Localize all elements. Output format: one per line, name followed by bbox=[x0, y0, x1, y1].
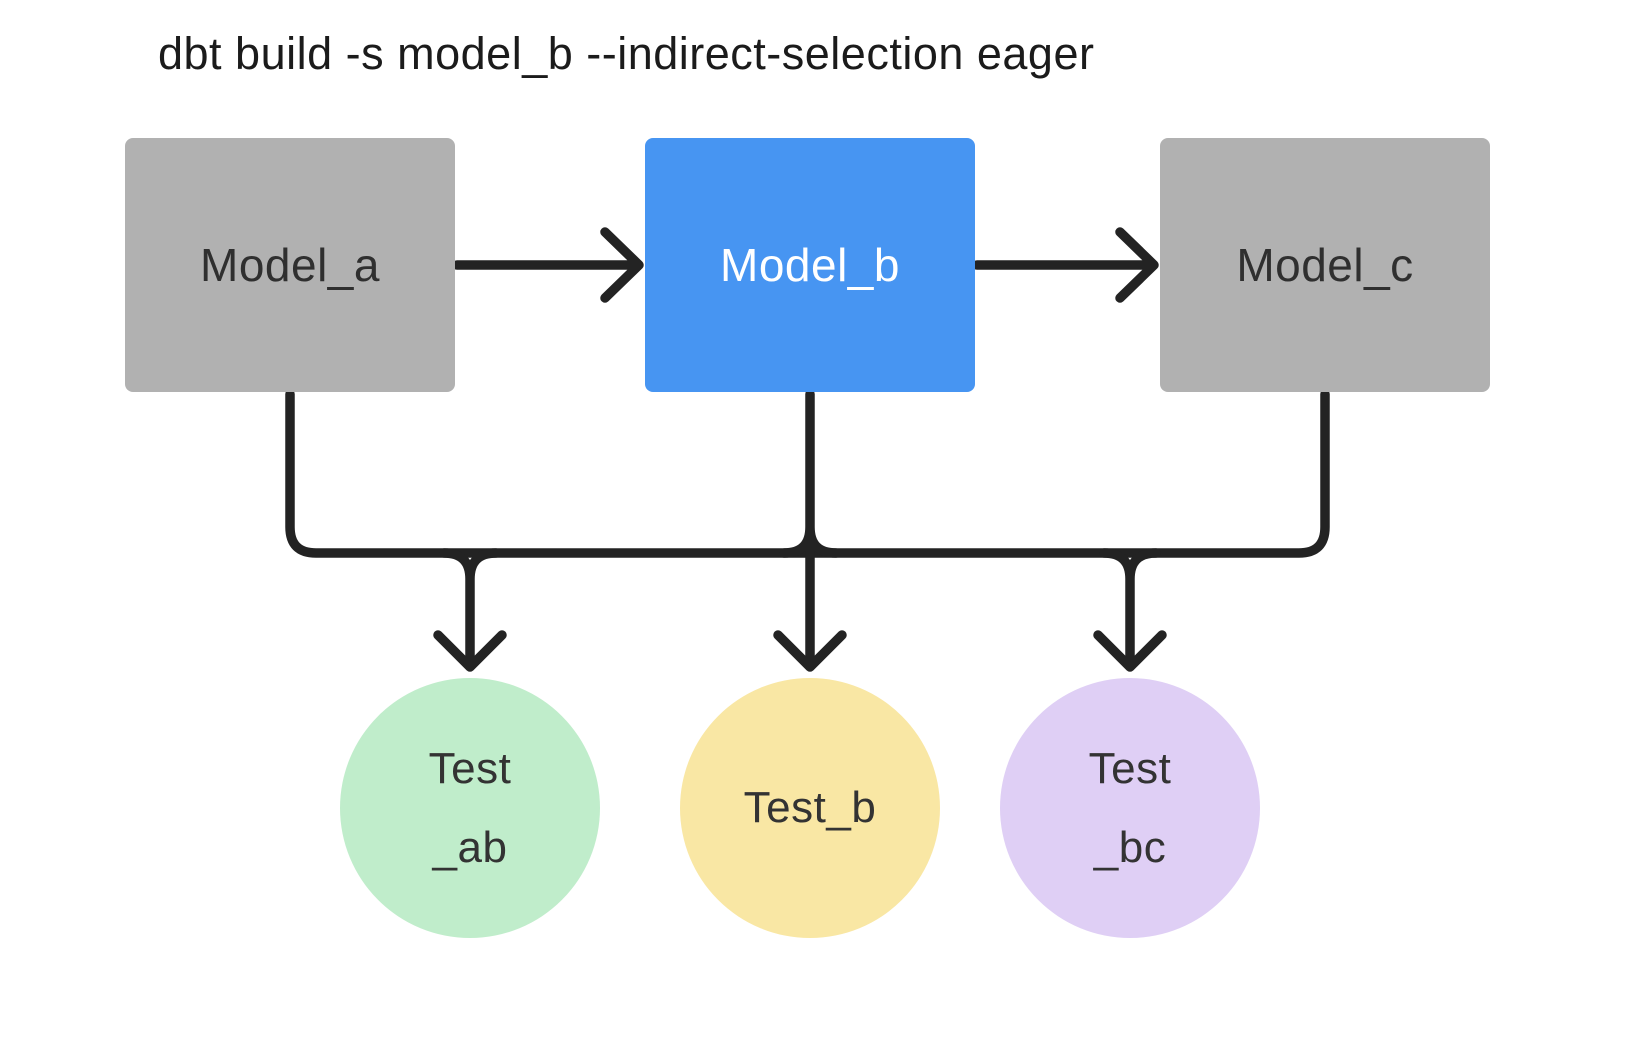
test-b-node: Test_b bbox=[680, 678, 940, 938]
model-b-node: Model_b bbox=[645, 138, 975, 392]
model-a-label: Model_a bbox=[200, 239, 380, 291]
test-ab-label-line1: Test bbox=[428, 743, 512, 793]
edge-to-test-b bbox=[773, 389, 847, 672]
edge-to-test-bc bbox=[1093, 548, 1167, 672]
edge-to-test-ab bbox=[433, 548, 507, 672]
test-ab-label-line2: _ab bbox=[432, 823, 508, 872]
test-ab-node: Test _ab bbox=[340, 678, 600, 938]
test-bc-node: Test _bc bbox=[1000, 678, 1260, 938]
model-a-node: Model_a bbox=[125, 138, 455, 392]
test-b-label: Test_b bbox=[743, 783, 877, 833]
arrow-model-a-to-model-b bbox=[452, 227, 644, 303]
edge-bus-model-a-model-c bbox=[285, 389, 1330, 558]
diagram-title: dbt build -s model_b --indirect-selectio… bbox=[158, 28, 1095, 79]
model-c-label: Model_c bbox=[1236, 239, 1414, 291]
arrow-model-b-to-model-c bbox=[972, 227, 1159, 303]
test-bc-label-line1: Test bbox=[1088, 743, 1172, 793]
test-bc-label-line2: _bc bbox=[1093, 823, 1167, 872]
model-b-label: Model_b bbox=[720, 239, 900, 291]
model-c-node: Model_c bbox=[1160, 138, 1490, 392]
